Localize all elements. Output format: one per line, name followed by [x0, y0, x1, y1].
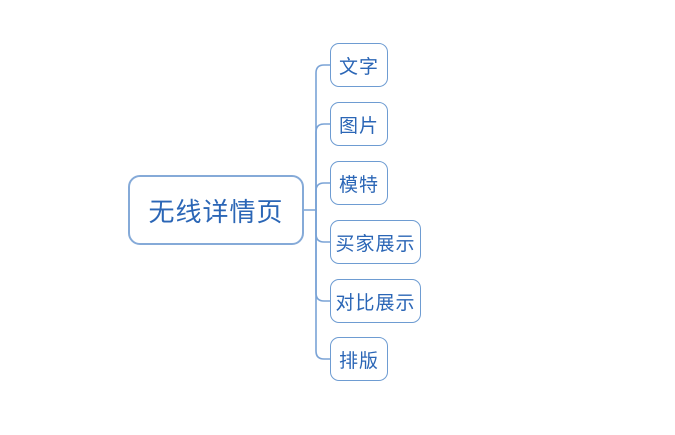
- child-node-comparison-show[interactable]: 对比展示: [330, 279, 421, 323]
- child-node-text[interactable]: 文字: [330, 43, 388, 87]
- root-node-label: 无线详情页: [148, 197, 284, 227]
- child-node-label: 文字: [338, 56, 379, 78]
- connector-branch-5: [315, 209, 331, 360]
- child-node-label: 对比展示: [335, 292, 416, 314]
- child-node-label: 排版: [338, 350, 379, 372]
- connector-branch-3: [315, 209, 331, 243]
- child-node-model[interactable]: 模特: [330, 161, 388, 205]
- child-node-label: 图片: [338, 115, 379, 137]
- connector-branch-2: [315, 182, 331, 211]
- connector-branch-4: [315, 209, 331, 302]
- child-node-label: 模特: [338, 174, 379, 196]
- child-node-label: 买家展示: [335, 233, 416, 255]
- connector-branch-0: [315, 64, 331, 211]
- connector-branch-1: [315, 123, 331, 211]
- child-node-image[interactable]: 图片: [330, 102, 388, 146]
- root-node[interactable]: 无线详情页: [128, 175, 304, 245]
- child-node-buyer-show[interactable]: 买家展示: [330, 220, 421, 264]
- child-node-layout[interactable]: 排版: [330, 337, 388, 381]
